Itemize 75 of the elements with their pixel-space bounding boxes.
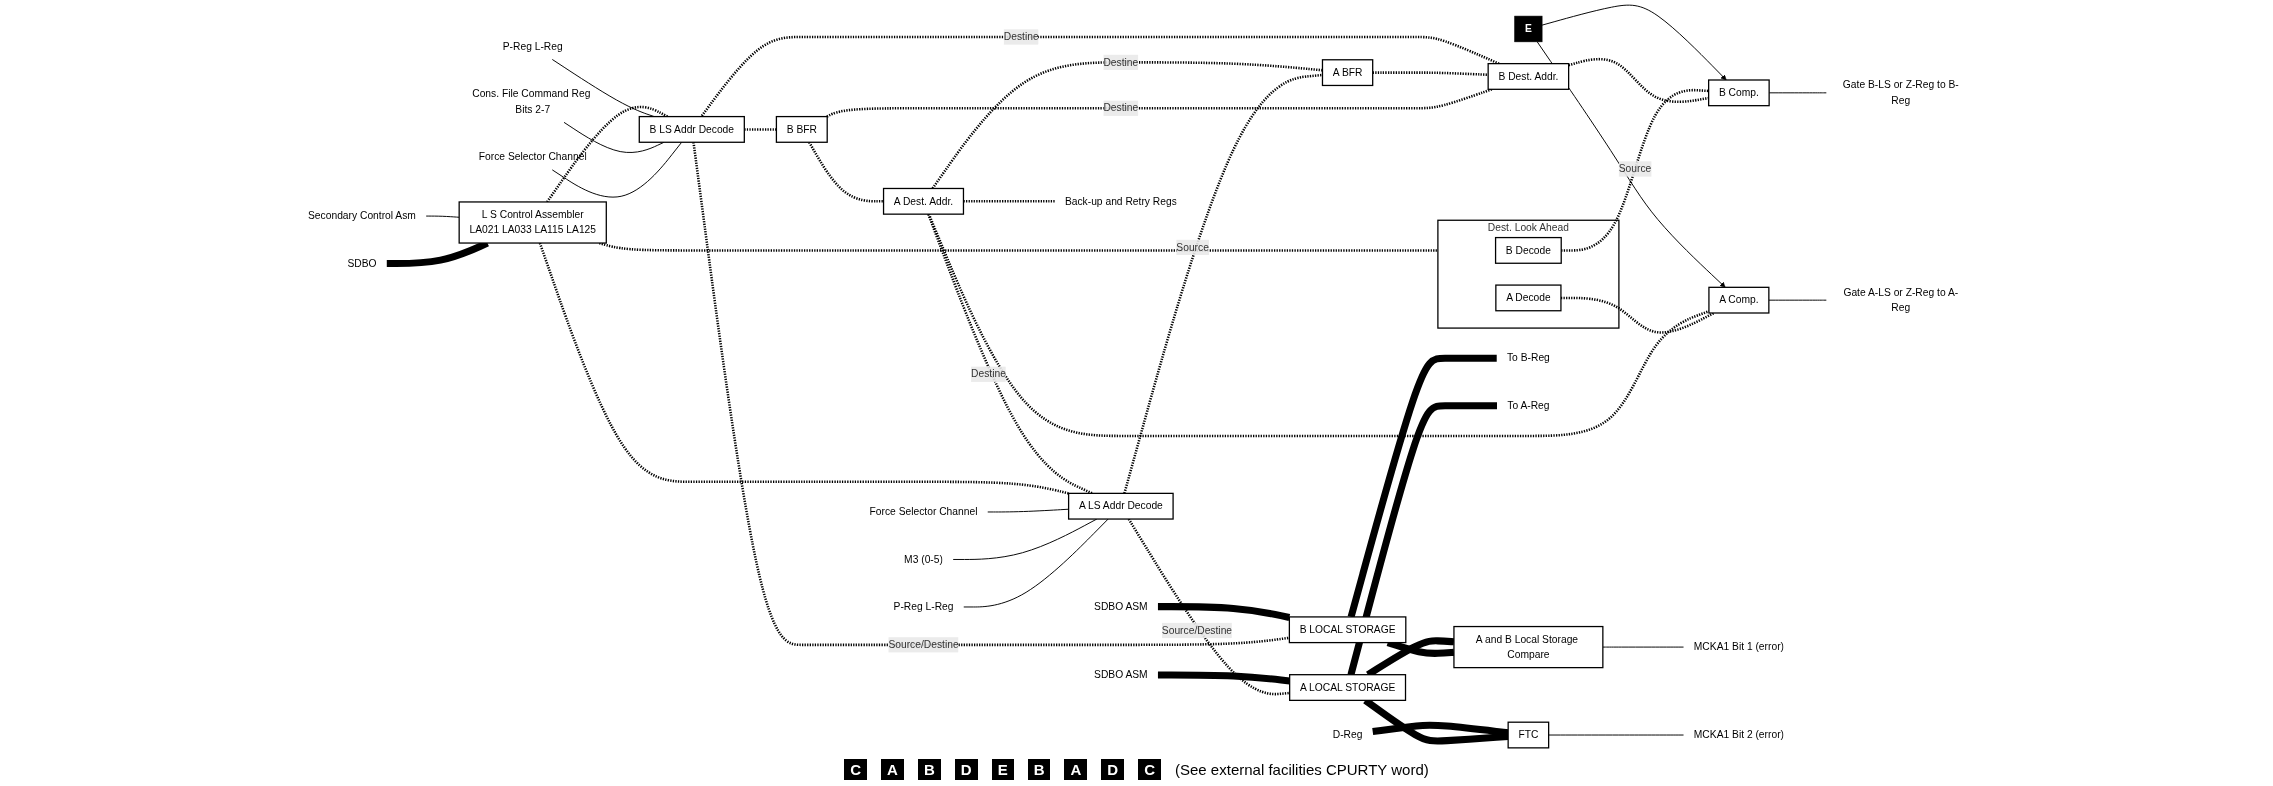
callout-letter: D: [954, 759, 978, 780]
node-box: B BFR: [775, 115, 828, 143]
node-text: P-Reg L-Reg: [502, 40, 563, 52]
node-text: Secondary Control Asm: [308, 210, 416, 222]
node-box: B LS Addr Decode: [638, 115, 745, 143]
connector: [1157, 603, 1291, 621]
connector: [546, 105, 669, 203]
node-box: A Decode: [1495, 284, 1562, 312]
node-box: B Dest. Addr.: [1487, 63, 1570, 90]
callout-letter: A: [881, 759, 904, 780]
node-text: To A-Reg: [1507, 399, 1550, 411]
connector: [808, 141, 884, 203]
node-box: FTC: [1507, 721, 1550, 749]
connector: [963, 518, 1109, 608]
node-text: To B-Reg: [1506, 352, 1550, 364]
callout-letter: B: [1027, 759, 1051, 780]
node-box: B Decode: [1494, 236, 1562, 264]
node-text: Gate A-LS or Z-Reg to A-Reg: [1843, 286, 1959, 313]
connector: [927, 213, 1093, 495]
edge-label: Destine: [1103, 56, 1139, 68]
node-box: A LOCAL STORAGE: [1289, 674, 1407, 701]
callout-letter: C: [844, 759, 868, 780]
connector: [700, 35, 1500, 118]
node-text: Force Selector Channel: [869, 506, 978, 518]
connector: [1548, 734, 1684, 736]
node-box: A and B Local Storage Compare: [1453, 625, 1604, 669]
connector: [1561, 88, 1709, 252]
connector: [931, 61, 1323, 190]
note: (See external facilities CPURTY word): [1175, 761, 1429, 778]
node-text: Gate B-LS or Z-Reg to B-Reg: [1842, 79, 1959, 106]
node-box: A BFR: [1321, 59, 1374, 87]
callout-letter: C: [1138, 759, 1161, 780]
connector: [1602, 646, 1684, 648]
connector: [1127, 518, 1290, 696]
callout-letter: B: [917, 759, 941, 780]
connector: [1157, 671, 1291, 685]
edge-label: Source: [1618, 163, 1652, 175]
callout-letter: E: [991, 759, 1014, 780]
callout-letter: D: [1101, 759, 1125, 780]
node-box: L S Control Assembler LA021 LA033 LA115 LA125: [458, 201, 607, 244]
node-text: P-Reg L-Reg: [893, 601, 954, 613]
connector: [826, 88, 1493, 118]
connector: [927, 213, 1710, 438]
connector: [1372, 71, 1489, 77]
node-box: A LS Addr Decode: [1067, 492, 1174, 520]
node-text: MCKA1 Bit 1 (error): [1693, 641, 1784, 653]
connector: [744, 128, 777, 131]
edge-label: Source/Destine: [1161, 624, 1233, 636]
connector: [538, 242, 1069, 495]
connector: [1568, 57, 1709, 104]
connector: [963, 200, 1055, 203]
node-text: Cons. File Command Reg Bits 2-7: [472, 88, 591, 115]
edge-label: Source/Destine: [888, 639, 959, 650]
node-text: D-Reg: [1332, 729, 1363, 741]
callout-letter: A: [1064, 759, 1088, 780]
node-box: A Comp.: [1708, 286, 1770, 314]
node-text: SDBO ASM: [1094, 669, 1148, 681]
node-box: B LOCAL STORAGE: [1288, 616, 1407, 644]
connector: [692, 142, 1290, 647]
node-text: MCKA1 Bit 2 (error): [1693, 729, 1784, 741]
edge-label: Source: [1176, 241, 1209, 253]
connector: [1372, 721, 1509, 737]
connector: [1768, 299, 1827, 301]
node-text: SDBO ASM: [1094, 600, 1148, 612]
node-text: Back-up and Retry Regs: [1064, 195, 1177, 207]
connector: [425, 215, 460, 218]
edge-label: Destine: [1103, 102, 1139, 114]
node-box: E: [1514, 15, 1543, 43]
node-text: SDBO: [347, 257, 377, 269]
node-text: M3 (0-5): [904, 553, 943, 565]
edge-label: Destine: [1003, 31, 1039, 43]
connector: [551, 141, 683, 198]
edge-label: Destine: [971, 368, 1006, 380]
node-box: A Dest. Addr.: [882, 187, 965, 215]
node-box: B Comp.: [1708, 79, 1770, 107]
